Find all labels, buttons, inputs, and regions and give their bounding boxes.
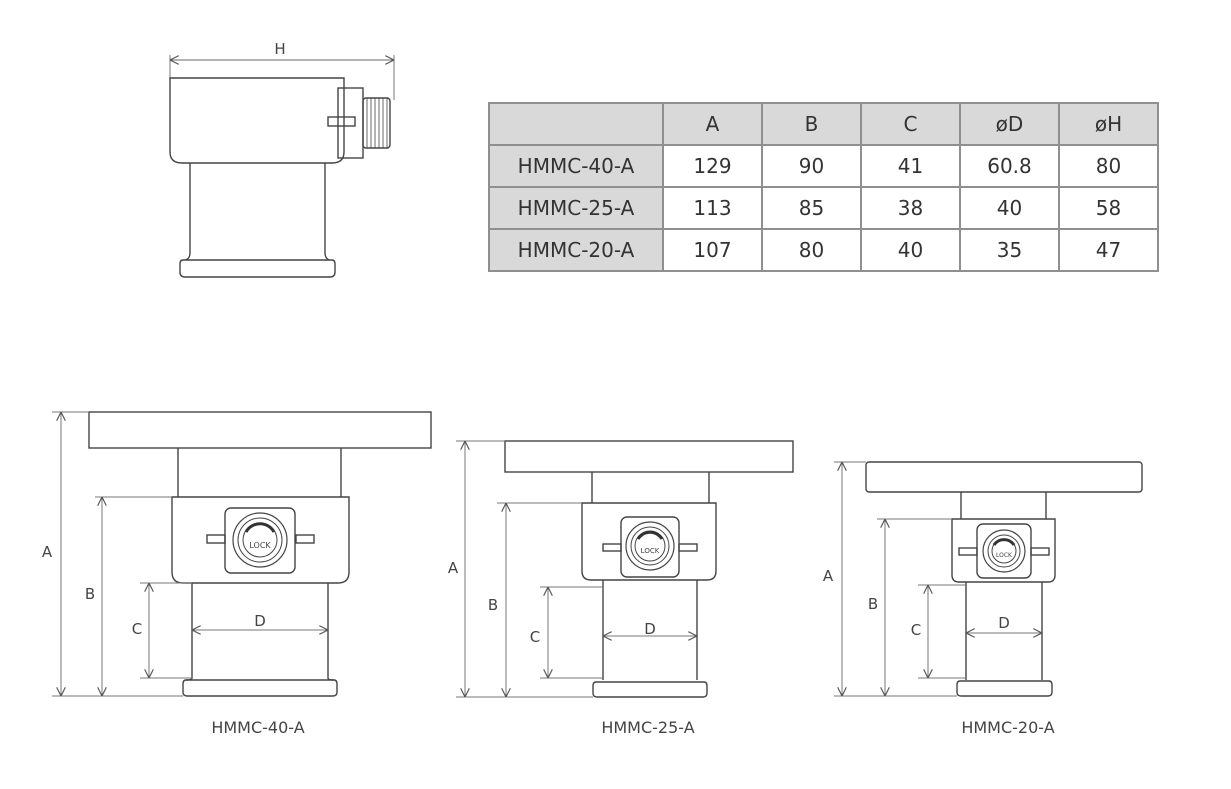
value-cell: 107 [662,228,763,272]
table-header-row: A B C øD øH [488,102,1159,146]
value-cell: 40 [959,186,1060,230]
value-cell: 40 [860,228,961,272]
lock-dial [982,529,1026,573]
dim-a-label: A [448,559,459,577]
lock-window [224,507,296,574]
model-cell: HMMC-40-A [488,144,664,188]
lock-window [976,523,1032,579]
knob-housing [337,87,364,159]
value-cell: 47 [1058,228,1159,272]
top-plate [865,461,1143,493]
value-cell: 58 [1058,186,1159,230]
dim-b-label: B [85,585,95,603]
value-cell: 129 [662,144,763,188]
valve-flange [592,681,708,698]
value-cell: 80 [1058,144,1159,188]
valve-body [171,496,350,584]
model-cell: HMMC-20-A [488,228,664,272]
dim-d-label: D [998,614,1010,632]
lock-dial [625,521,675,571]
dim-h-label: H [274,40,285,58]
valve-neck [185,163,330,261]
value-cell: 90 [761,144,862,188]
header-cell [488,102,664,146]
table-row: HMMC-20-A 107 80 40 35 47 [488,228,1159,272]
model-caption: HMMC-20-A [961,718,1054,737]
view-hmmc-20-a: LOCK A B C D HMMC-20-A [823,461,1143,737]
header-cell: øH [1058,102,1159,146]
header-cell: A [662,102,763,146]
lock-text: LOCK [996,552,1013,559]
valve-body [169,77,345,164]
valve-body [951,518,1056,583]
value-cell: 80 [761,228,862,272]
dim-a-label: A [823,567,834,585]
value-cell: 35 [959,228,1060,272]
lock-text: LOCK [641,547,660,555]
dim-d-label: D [644,620,656,638]
value-cell: 85 [761,186,862,230]
dim-c-label: C [911,621,921,639]
valve-body [581,502,717,581]
model-caption: HMMC-25-A [601,718,694,737]
header-cell: B [761,102,862,146]
header-cell: øD [959,102,1060,146]
value-cell: 38 [860,186,961,230]
top-plate [504,440,794,473]
valve-flange [182,679,338,697]
top-plate [88,411,432,449]
valve-flange [956,680,1053,697]
knob-pin [327,116,356,127]
knob-gear [362,97,391,149]
dim-c-label: C [132,620,142,638]
dim-b-label: B [488,596,498,614]
dim-d-label: D [254,612,266,630]
table-row: HMMC-25-A 113 85 38 40 58 [488,186,1159,230]
lock-dial [232,512,288,568]
model-caption: HMMC-40-A [211,718,304,737]
view-hmmc-40-a: LOCK A B C D HMMC-40-A [42,411,432,737]
valve-flange [179,259,336,278]
table-row: HMMC-40-A 129 90 41 60.8 80 [488,144,1159,188]
value-cell: 60.8 [959,144,1060,188]
value-cell: 113 [662,186,763,230]
lock-window [620,516,680,578]
dim-c-label: C [530,628,540,646]
dimension-table: A B C øD øH HMMC-40-A 129 90 41 60.8 80 … [488,102,1159,272]
view-hmmc-25-a: LOCK A B C D HMMC-25-A [448,440,794,737]
top-side-view [169,55,395,278]
model-cell: HMMC-25-A [488,186,664,230]
value-cell: 41 [860,144,961,188]
lock-text: LOCK [249,541,271,550]
dim-a-label: A [42,543,53,561]
dim-b-label: B [868,595,878,613]
header-cell: C [860,102,961,146]
